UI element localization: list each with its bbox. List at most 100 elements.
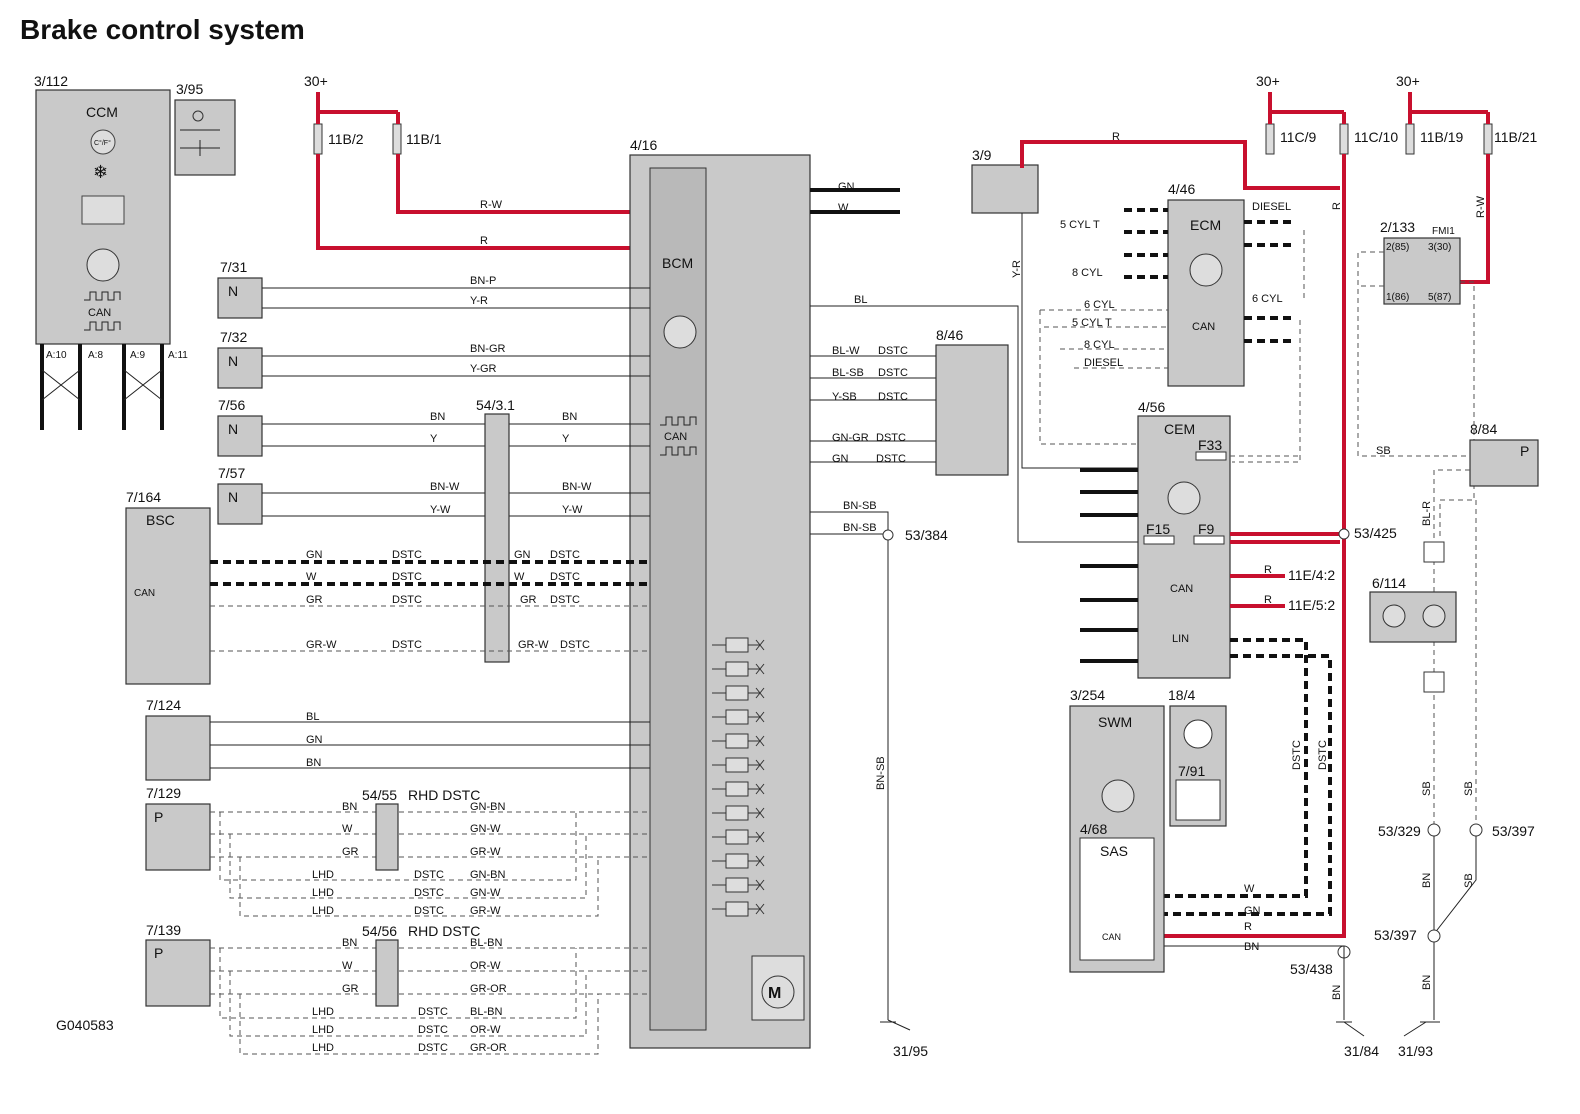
wheel-sensor-7-31: 7/31 N BN-P Y-R — [217, 259, 650, 319]
svg-text:A:10: A:10 — [46, 350, 67, 361]
svg-text:11C/10: 11C/10 — [1354, 129, 1398, 145]
svg-text:GR: GR — [520, 594, 537, 606]
svg-text:6 CYL: 6 CYL — [1084, 299, 1115, 311]
bcm-transistor-icon — [663, 315, 697, 349]
svg-text:DSTC: DSTC — [550, 594, 580, 606]
ccm-can-label: CAN — [88, 307, 111, 319]
svg-text:GN-BN: GN-BN — [470, 869, 506, 881]
svg-text:BN-P: BN-P — [470, 275, 496, 287]
svg-text:DSTC: DSTC — [560, 639, 590, 651]
temp-icon-label: C°/F° — [94, 139, 111, 147]
ccm-ref: 3/112 — [34, 73, 68, 89]
fuse-group-left: 30+ 11B/2 11B/1 R-W R — [304, 73, 650, 250]
svg-text:LHD: LHD — [312, 887, 334, 899]
svg-text:R: R — [1112, 131, 1120, 143]
svg-text:4/56: 4/56 — [1138, 399, 1165, 415]
svg-text:7/164: 7/164 — [126, 489, 161, 505]
svg-text:31/84: 31/84 — [1344, 1043, 1379, 1059]
bcm-module: 4/16 BCM CAN M — [629, 137, 811, 1049]
valve-8-84: 8/84 P BL-R — [1421, 421, 1539, 1020]
svg-text:GR-W: GR-W — [470, 846, 501, 858]
svg-text:OR-W: OR-W — [470, 1024, 501, 1036]
bsc-module: 7/164 BSC CAN GN W GR GR-W DSTC DSTC DST… — [125, 489, 650, 685]
svg-text:8 CYL: 8 CYL — [1072, 267, 1103, 279]
connector-54-3-1: 54/3.1 — [476, 397, 515, 663]
svg-text:RHD DSTC: RHD DSTC — [408, 787, 480, 803]
wheel-sensor-7-56: 7/56 N BN Y BN Y — [217, 397, 650, 457]
svg-text:SB: SB — [1376, 445, 1391, 457]
svg-text:GN: GN — [838, 181, 855, 193]
svg-text:8 CYL: 8 CYL — [1084, 339, 1115, 351]
component-3-95: 3/95 — [174, 81, 236, 176]
svg-text:SB: SB — [1421, 781, 1433, 796]
valve-coil-icon — [725, 757, 749, 773]
svg-text:F15: F15 — [1146, 521, 1170, 537]
svg-text:BL-BN: BL-BN — [470, 1006, 502, 1018]
svg-text:GN: GN — [306, 734, 323, 746]
svg-text:DSTC: DSTC — [550, 571, 580, 583]
svg-text:SB: SB — [1463, 873, 1475, 888]
svg-text:LHD: LHD — [312, 1042, 334, 1054]
sensor-7-124: 7/124 BL GN BN — [145, 697, 650, 781]
svg-text:N: N — [228, 489, 238, 505]
svg-text:BL-SB: BL-SB — [832, 367, 864, 379]
svg-text:BN: BN — [1244, 941, 1259, 953]
figure-id: G040583 — [56, 1017, 114, 1033]
svg-text:DSTC: DSTC — [1317, 740, 1329, 770]
svg-text:11C/9: 11C/9 — [1280, 129, 1317, 145]
svg-text:GN-W: GN-W — [470, 887, 501, 899]
svg-text:W: W — [342, 823, 353, 835]
svg-text:BSC: BSC — [146, 512, 175, 528]
valve-coil-icon — [725, 685, 749, 701]
svg-text:7/139: 7/139 — [146, 922, 181, 938]
svg-text:P: P — [154, 945, 163, 961]
temp-icon — [90, 129, 116, 155]
svg-text:54/3.1: 54/3.1 — [476, 397, 515, 413]
brake-switch-8-46: 8/46 — [935, 327, 1009, 476]
svg-text:31/95: 31/95 — [893, 1043, 928, 1059]
svg-text:A:9: A:9 — [130, 350, 145, 361]
valve-coil-icon — [725, 877, 749, 893]
svg-text:8/84: 8/84 — [1470, 421, 1497, 437]
svg-text:BL: BL — [854, 294, 867, 306]
fuse-11b1: 11B/1 — [406, 131, 442, 147]
svg-text:DSTC: DSTC — [1291, 740, 1303, 770]
svg-text:RHD DSTC: RHD DSTC — [408, 923, 480, 939]
svg-text:CAN: CAN — [1192, 321, 1215, 333]
valve-coil-icon — [725, 781, 749, 797]
transistor-icon — [86, 248, 120, 282]
svg-text:DSTC: DSTC — [392, 639, 422, 651]
svg-text:CAN: CAN — [134, 588, 155, 599]
bcm-name: BCM — [662, 255, 693, 271]
wheel-sensor-7-57: 7/57 N BN-W Y-W BN-W Y-W — [217, 465, 650, 525]
svg-text:GR-OR: GR-OR — [470, 1042, 507, 1054]
ecm-module: 4/46 ECM CAN DIESEL 5 CYL T 8 CYL 6 CYL … — [1039, 181, 1305, 463]
valve-coil-icon — [725, 853, 749, 869]
svg-text:53/329: 53/329 — [1378, 823, 1421, 839]
svg-text:DSTC: DSTC — [392, 594, 422, 606]
svg-text:GN: GN — [306, 549, 323, 561]
svg-text:BN: BN — [342, 937, 357, 949]
svg-text:GN: GN — [1244, 905, 1261, 917]
svg-text:18/4: 18/4 — [1168, 687, 1195, 703]
svg-text:DSTC: DSTC — [878, 345, 908, 357]
splices-right: 53/329 53/397 SB SB BN SB 53/397 BN 31/9… — [1164, 500, 1535, 1059]
svg-text:GR-W: GR-W — [518, 639, 549, 651]
svg-text:BN-W: BN-W — [430, 481, 460, 493]
svg-text:W: W — [306, 571, 317, 583]
svg-text:Y: Y — [430, 433, 438, 445]
svg-text:A:8: A:8 — [88, 350, 103, 361]
svg-text:1(86): 1(86) — [1386, 292, 1409, 303]
diagram-title: Brake control system — [20, 14, 305, 45]
relay-2-133: 2/133 FMI1 2(85) 3(30) 1(86) 5(87) SB — [1357, 219, 1475, 540]
bcm-right-wiring: GN W BL BL-W BL-SB Y-SB GN-GR GN DSTC DS… — [810, 181, 1138, 1059]
svg-text:CEM: CEM — [1164, 421, 1195, 437]
svg-text:BN-SB: BN-SB — [843, 522, 877, 534]
svg-text:2/133: 2/133 — [1380, 219, 1415, 235]
svg-text:R: R — [480, 235, 488, 247]
valve-coil-icon — [725, 661, 749, 677]
svg-text:DSTC: DSTC — [418, 1006, 448, 1018]
valve-coil-icon — [725, 733, 749, 749]
svg-text:R: R — [1244, 921, 1252, 933]
svg-text:BN-SB: BN-SB — [875, 756, 887, 790]
